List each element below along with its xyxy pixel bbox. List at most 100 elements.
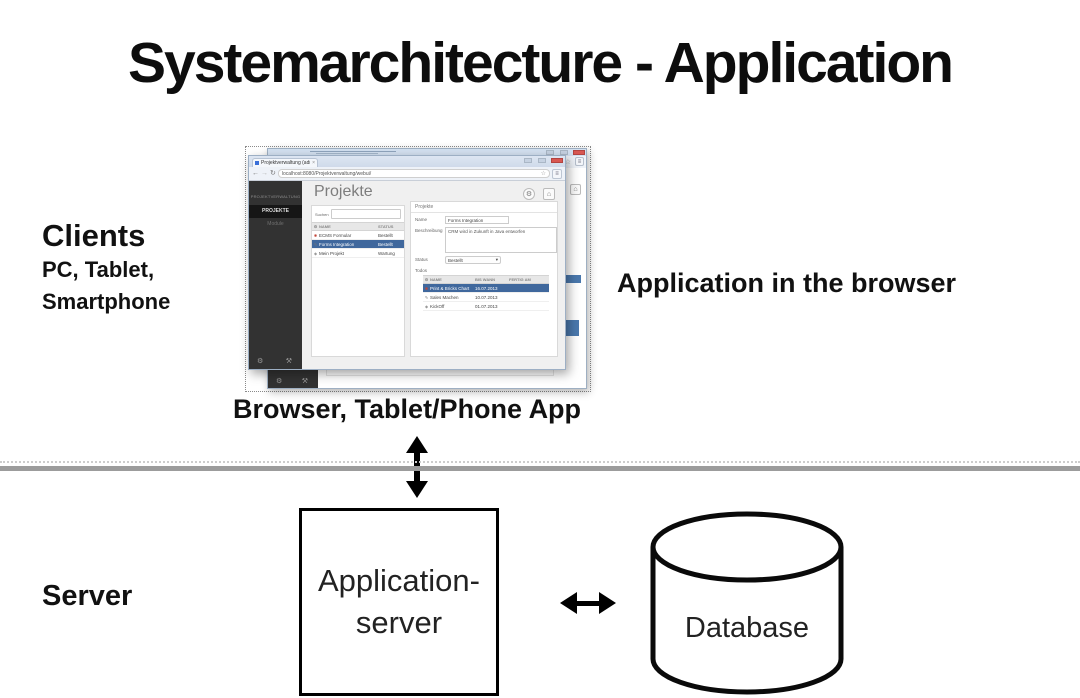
reload-icon[interactable]: ↻ (270, 170, 276, 177)
todo-due: 10.07.2013 (475, 294, 498, 300)
column-done: FERTIG AM (509, 277, 531, 282)
project-status: Bestellt (378, 232, 393, 238)
url-input[interactable]: localhost:8080/Projektverwaltung/webui/ … (277, 169, 550, 178)
clients-label-block: Clients PC, Tablet, Smartphone (42, 218, 170, 318)
sidebar-brand: PROJEKTVERWALTUNG (250, 194, 301, 199)
window-controls (545, 150, 585, 155)
status-value: Bestellt (448, 257, 463, 263)
pencil-icon: ✎ (424, 294, 429, 300)
close-button[interactable] (573, 150, 585, 155)
database-label: Database (685, 612, 809, 644)
gear-icon[interactable]: ⚙ (276, 378, 283, 385)
browser-menu-icon[interactable]: ≡ (552, 168, 562, 179)
name-field-row: Name Forms Integration (415, 216, 557, 224)
description-field[interactable]: CRM wird in Zukunft in Java entworfen (445, 227, 557, 253)
home-icon[interactable]: ⌂ (570, 184, 581, 195)
clients-subtitle-2: Smartphone (42, 289, 171, 314)
todo-name: Sales Machen (430, 294, 459, 300)
window-controls (523, 158, 563, 163)
application-server-box: Application- server (299, 508, 499, 696)
sidebar-item-module[interactable]: Module (267, 221, 284, 227)
database-cylinder: Database (650, 511, 844, 695)
description-field-row: Beschreibung CRM wird in Zukunft in Java… (415, 227, 557, 253)
todo-due: 16.07.2013 (475, 285, 498, 291)
search-label: Suchen (315, 211, 329, 217)
front-browser-window: Projektverwaltung (adm… × ← → ↻ localhos… (248, 155, 566, 370)
todo-row[interactable]: ◆ KickOff 01.07.2013 (423, 302, 549, 311)
minimize-button[interactable] (524, 158, 533, 163)
search-input[interactable] (330, 209, 401, 219)
name-label: Name (415, 217, 428, 222)
chevron-down-icon: ▾ (495, 257, 498, 262)
project-status: Wartung (378, 250, 395, 256)
todo-name: KickOff (430, 303, 445, 309)
todos-table: ⚙ NAME BIS WANN FERTIG AM ✱ Print & Bric… (423, 275, 549, 311)
forward-icon[interactable]: → (261, 170, 268, 177)
app-body: PROJEKTVERWALTUNG PROJEKTE Module ⚙ ⚒ Pr… (249, 181, 565, 369)
gear-icon: ⚙ (313, 224, 318, 229)
project-name: ECMS Formular (319, 232, 352, 238)
todos-label: Todos (415, 268, 428, 273)
background-window-titlebar (268, 149, 586, 156)
todo-name: Print & Bricks Chart (430, 285, 470, 291)
application-server-label-line2: server (355, 605, 443, 640)
browser-tab[interactable]: Projektverwaltung (adm… × (252, 158, 318, 167)
page-title: Systemarchitecture - Application (128, 31, 954, 95)
column-name: NAME (430, 277, 442, 282)
projects-table-header: ⚙ NAME STATUS (312, 222, 404, 231)
tag-icon: ◆ (313, 250, 318, 256)
window-text-sliver (316, 153, 378, 154)
todo-due: 01.07.2013 (475, 303, 498, 309)
selection-marquee (245, 146, 591, 392)
table-row-selected[interactable]: ✎ Forms Integration Bestellt (312, 240, 404, 249)
pencil-icon: ✎ (313, 241, 318, 247)
app-sidebar: PROJEKTVERWALTUNG PROJEKTE Module ⚙ ⚒ (249, 181, 302, 369)
browser-menu-icon[interactable]: ≡ (575, 157, 584, 166)
sidebar-item-projekte[interactable]: PROJEKTE (249, 205, 302, 218)
divider-dotted-line (0, 461, 1080, 463)
project-detail-panel: Projekte Name Forms Integration Beschrei… (410, 201, 558, 357)
horizontal-double-arrow (560, 592, 616, 614)
maximize-button[interactable] (537, 158, 546, 163)
project-name: Forms Integration (319, 241, 355, 247)
bookmark-star-icon[interactable]: ☆ (564, 159, 571, 166)
table-row[interactable]: ✱ ECMS Formular Bestellt (312, 231, 404, 240)
projects-list-panel: Suchen ⚙ NAME STATUS ✱ ECMS Formular Bes… (311, 205, 405, 357)
selected-row-fragment (561, 275, 581, 283)
settings-gear-icon[interactable]: ⚙ (523, 188, 535, 200)
flower-icon: ✱ (313, 232, 318, 238)
tab-bar: Projektverwaltung (adm… × (249, 156, 565, 167)
status-field-row: Status Bestellt ▾ (415, 256, 557, 264)
back-icon[interactable]: ← (252, 170, 259, 177)
name-field[interactable]: Forms Integration (445, 216, 509, 224)
search-row: Suchen (312, 206, 404, 222)
close-button[interactable] (551, 158, 563, 163)
window-text-sliver (310, 151, 396, 152)
tag-icon: ◆ (424, 303, 429, 309)
column-due: BIS WANN (475, 277, 495, 282)
todo-row-selected[interactable]: ✱ Print & Bricks Chart 16.07.2013 (423, 284, 549, 293)
table-row[interactable]: ◆ Mein Projekt Wartung (312, 249, 404, 258)
home-icon[interactable]: ⌂ (543, 188, 555, 200)
application-server-label-line1: Application- (318, 563, 480, 598)
detail-section-title: Projekte (411, 202, 557, 213)
server-label: Server (42, 580, 133, 612)
wrench-icon[interactable]: ⚒ (285, 358, 292, 365)
scrollbar-thumb[interactable] (564, 320, 579, 336)
description-label: Beschreibung (415, 228, 443, 233)
application-in-browser-label: Application in the browser (617, 268, 957, 298)
todo-row[interactable]: ✎ Sales Machen 10.07.2013 (423, 293, 549, 302)
project-status: Bestellt (378, 241, 393, 247)
divider-solid-line (0, 466, 1080, 471)
todos-table-header: ⚙ NAME BIS WANN FERTIG AM (423, 275, 549, 284)
tab-close-icon[interactable]: × (312, 160, 315, 166)
wrench-icon[interactable]: ⚒ (301, 378, 308, 385)
gear-icon[interactable]: ⚙ (257, 358, 264, 365)
column-status: STATUS (378, 224, 394, 229)
project-name: Mein Projekt (319, 250, 345, 256)
app-heading: Projekte (314, 183, 373, 200)
bookmark-star-icon[interactable]: ☆ (540, 171, 546, 177)
favicon (255, 161, 259, 165)
status-select[interactable]: Bestellt ▾ (445, 256, 501, 264)
